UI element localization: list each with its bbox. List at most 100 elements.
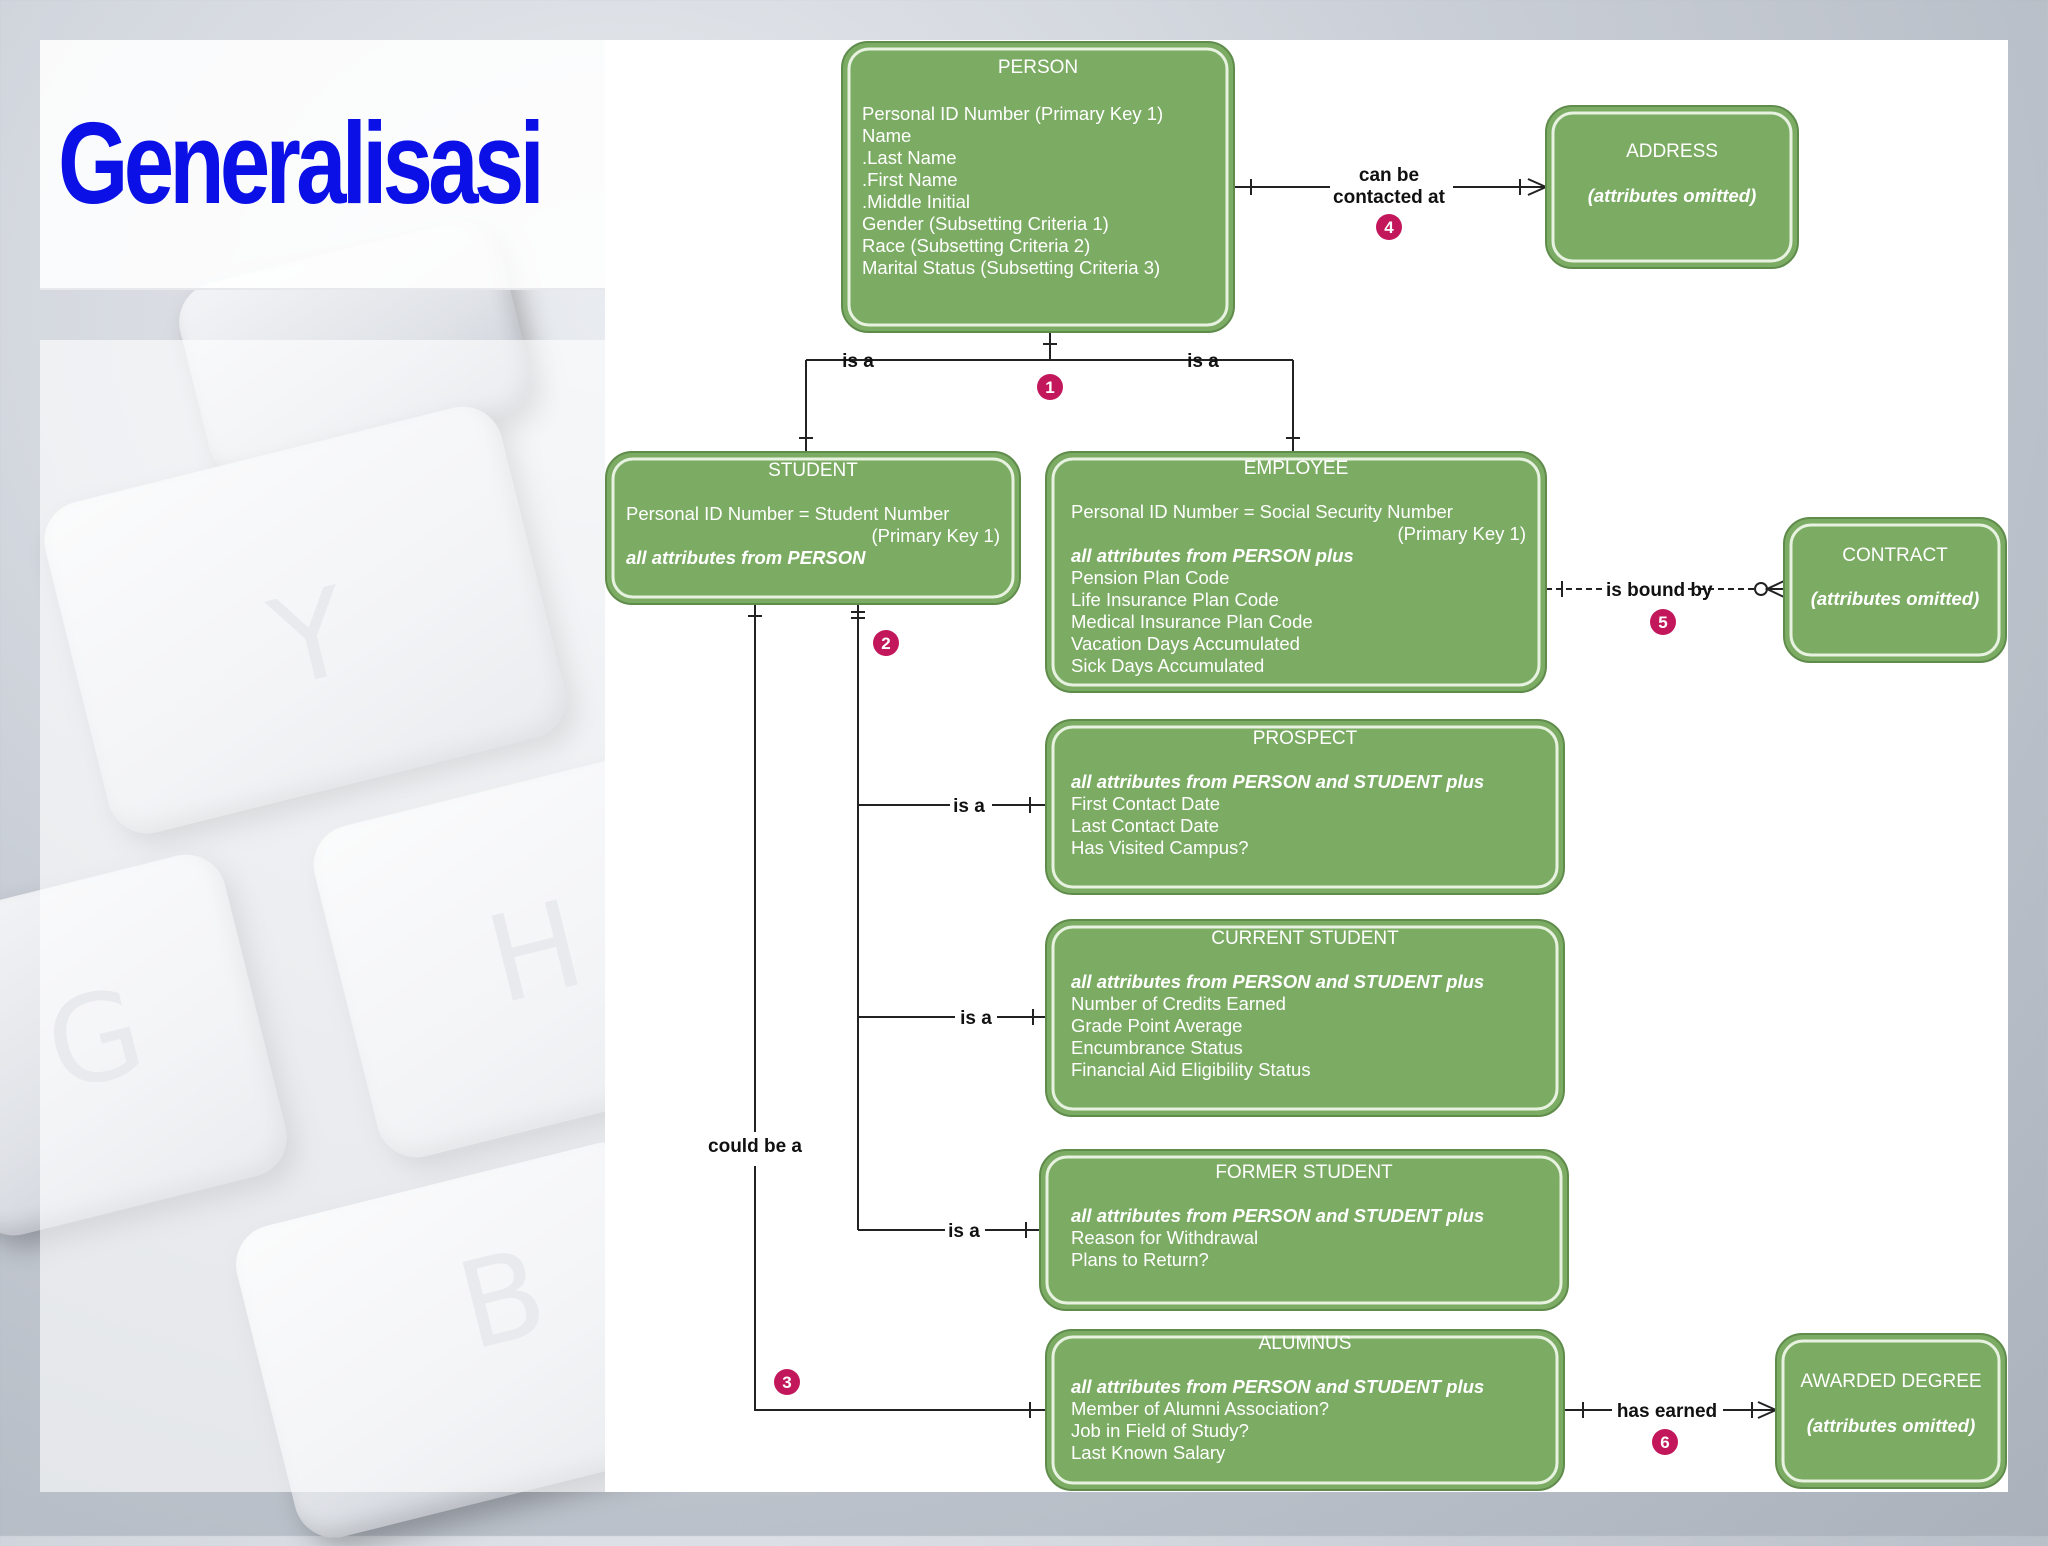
entity-person-box: [841, 41, 1235, 333]
badge-number: 2: [881, 634, 890, 653]
entity-student-attribute: Personal ID Number = Student Number: [626, 503, 949, 524]
slide-title: Generalisasi: [58, 98, 545, 228]
label-student-former: is a: [948, 1221, 980, 1242]
badge-number: 3: [782, 1373, 791, 1392]
connector-student-subtype-bar: [851, 611, 865, 619]
entity-awarded-degree-box: [1775, 1333, 2007, 1489]
badge-3: 3: [774, 1369, 800, 1395]
badge-circle: [1650, 609, 1676, 635]
entity-prospect-title: PROSPECT: [1253, 728, 1358, 749]
badge-circle: [774, 1369, 800, 1395]
side-panel: [40, 340, 605, 1492]
entity-person-attribute: Name: [862, 125, 911, 146]
entity-current-student-inner-border: [1051, 925, 1559, 1111]
entity-awarded-degree-attribute: (attributes omitted): [1807, 1415, 1976, 1436]
connectors: [748, 178, 1785, 1419]
entity-contract-attribute: (attributes omitted): [1811, 588, 1980, 609]
entity-employee-attribute: Medical Insurance Plan Code: [1071, 611, 1313, 632]
connector-contract-crowfoot: [1764, 580, 1785, 598]
entity-person-attribute: Race (Subsetting Criteria 2): [862, 235, 1090, 256]
connector-to-alumnus: [754, 604, 1046, 1411]
entity-current-student: CURRENT STUDENT all attributes from PERSO…: [1045, 919, 1565, 1117]
entity-person-attribute: .Last Name: [862, 147, 957, 168]
entity-prospect-inner-border: [1051, 725, 1559, 889]
entity-prospect-attribute: all attributes from PERSON and STUDENT p…: [1071, 771, 1484, 792]
entity-awarded-degree-title: AWARDED DEGREE: [1800, 1371, 1981, 1392]
entity-person-attribute: Gender (Subsetting Criteria 1): [862, 213, 1109, 234]
connector-degree-crowfoot: [1757, 1401, 1777, 1419]
entity-awarded-degree-inner-border: [1781, 1339, 2001, 1483]
entity-address-attribute: (attributes omitted): [1588, 185, 1757, 206]
label-person-address-2: contacted at: [1333, 187, 1446, 208]
entity-person-attribute: Personal ID Number (Primary Key 1): [862, 103, 1163, 124]
entity-contract-inner-border: [1789, 523, 2001, 657]
entity-former-student-attribute: all attributes from PERSON and STUDENT p…: [1071, 1205, 1484, 1226]
label-person-address-1: can be: [1359, 165, 1419, 186]
label-student-alumnus-bg: [700, 1132, 810, 1160]
entity-student-attribute: all attributes from PERSON: [626, 547, 866, 568]
entity-employee-attribute: (Primary Key 1): [1398, 523, 1527, 544]
entity-alumnus-title: ALUMNUS: [1259, 1333, 1352, 1354]
entity-former-student-inner-border: [1045, 1155, 1563, 1305]
entity-alumnus-box: [1045, 1329, 1565, 1491]
connector-address-crowfoot: [1527, 178, 1547, 196]
badge-1: 1: [1037, 374, 1063, 400]
entity-student-box: [605, 451, 1021, 605]
label-alumnus-degree: has earned: [1617, 1401, 1717, 1422]
entity-former-student-attribute: Reason for Withdrawal: [1071, 1227, 1258, 1248]
entity-current-student-attribute: Financial Aid Eligibility Status: [1071, 1059, 1311, 1080]
entity-current-student-attribute: Number of Credits Earned: [1071, 993, 1286, 1014]
entity-student-attribute: (Primary Key 1): [872, 525, 1001, 546]
entity-person-attribute: Marital Status (Subsetting Criteria 3): [862, 257, 1160, 278]
label-student-current: is a: [960, 1008, 992, 1029]
badge-number: 6: [1660, 1433, 1669, 1452]
entity-employee-attribute: Sick Days Accumulated: [1071, 655, 1264, 676]
entity-person-title: PERSON: [998, 57, 1078, 78]
entity-current-student-attribute: all attributes from PERSON and STUDENT p…: [1071, 971, 1484, 992]
entity-contract: CONTRACT (attributes omitted): [1783, 517, 2007, 663]
entity-current-student-box: [1045, 919, 1565, 1117]
title-panel: [40, 40, 605, 290]
entity-alumnus-attribute: Member of Alumni Association?: [1071, 1398, 1329, 1419]
entity-student-inner-border: [611, 457, 1015, 599]
entity-contract-title: CONTRACT: [1842, 545, 1948, 566]
entity-employee-attribute: Vacation Days Accumulated: [1071, 633, 1300, 654]
entity-person: PERSON Personal ID Number (Primary Key 1)…: [841, 41, 1235, 333]
entity-former-student-attribute: Plans to Return?: [1071, 1249, 1209, 1270]
badge-circle: [1652, 1429, 1678, 1455]
entity-former-student-title: FORMER STUDENT: [1215, 1162, 1393, 1183]
badge-circle: [1376, 214, 1402, 240]
entity-person-attribute: .Middle Initial: [862, 191, 970, 212]
label-student-alumnus: could be a: [708, 1136, 802, 1157]
entity-alumnus-attribute: Last Known Salary: [1071, 1442, 1226, 1463]
entity-employee-attribute: Personal ID Number = Social Security Num…: [1071, 501, 1453, 522]
entity-prospect-attribute: Last Contact Date: [1071, 815, 1219, 836]
badge-number: 5: [1658, 613, 1667, 632]
entity-contract-box: [1783, 517, 2007, 663]
entity-former-student-box: [1039, 1149, 1569, 1311]
entity-address-box: [1545, 105, 1799, 269]
entity-former-student: FORMER STUDENT all attributes from PERSON…: [1039, 1149, 1569, 1311]
entity-employee-attribute: Life Insurance Plan Code: [1071, 589, 1279, 610]
entity-prospect-box: [1045, 719, 1565, 895]
badge-circle: [1037, 374, 1063, 400]
entities: PERSON Personal ID Number (Primary Key 1)…: [605, 41, 2007, 1491]
label-person-student: is a: [842, 351, 874, 372]
badge-6: 6: [1652, 1429, 1678, 1455]
entity-awarded-degree: AWARDED DEGREE (attributes omitted): [1775, 1333, 2007, 1489]
entity-prospect: PROSPECT all attributes from PERSON and S…: [1045, 719, 1565, 895]
entity-employee-title: EMPLOYEE: [1244, 458, 1349, 479]
badge-circle: [873, 630, 899, 656]
label-person-employee: is a: [1187, 351, 1219, 372]
entity-address: ADDRESS(attributes omitted): [1545, 105, 1799, 269]
badge-4: 4: [1376, 214, 1402, 240]
entity-employee-attribute: Pension Plan Code: [1071, 567, 1229, 588]
label-employee-contract: is bound by: [1606, 580, 1713, 601]
entity-current-student-title: CURRENT STUDENT: [1211, 928, 1399, 949]
entity-employee-inner-border: [1051, 457, 1541, 687]
entity-prospect-attribute: Has Visited Campus?: [1071, 837, 1249, 858]
